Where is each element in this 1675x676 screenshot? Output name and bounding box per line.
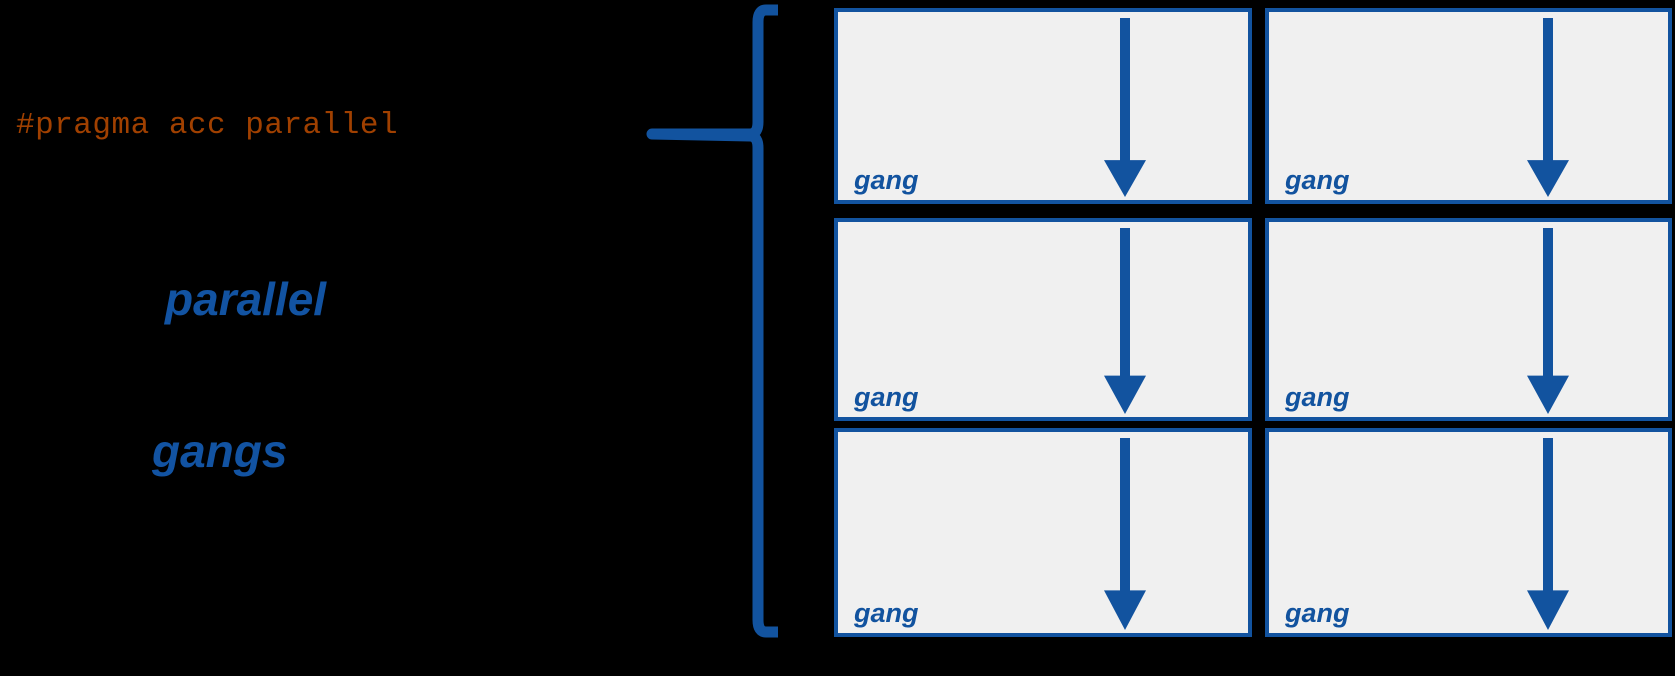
parallel-label: parallel — [165, 273, 327, 325]
down-arrow-icon — [1526, 228, 1570, 415]
down-arrow-icon — [1103, 438, 1147, 631]
down-arrow-icon — [1526, 18, 1570, 198]
gang-cell-label: gang — [854, 597, 919, 628]
gang-cell-label: gang — [1285, 381, 1350, 412]
gang-grid: gang gang gang gang — [834, 8, 1672, 637]
gangs-label: gangs — [152, 425, 288, 477]
down-arrow-icon — [1103, 228, 1147, 415]
gang-cell[interactable]: gang — [1265, 428, 1672, 637]
gang-cell[interactable]: gang — [834, 218, 1252, 421]
gang-cell[interactable]: gang — [834, 428, 1252, 637]
gang-cell-label: gang — [854, 381, 919, 412]
gang-cell-label: gang — [1285, 597, 1350, 628]
gang-cell-label: gang — [1285, 164, 1350, 195]
gang-cell[interactable]: gang — [1265, 8, 1672, 204]
curly-brace-icon — [638, 0, 778, 676]
gang-cell-label: gang — [854, 164, 919, 195]
pragma-source-text: #pragma acc parallel — [16, 108, 399, 143]
down-arrow-icon — [1526, 438, 1570, 631]
down-arrow-icon — [1103, 18, 1147, 198]
gang-cell[interactable]: gang — [1265, 218, 1672, 421]
gang-cell[interactable]: gang — [834, 8, 1252, 204]
